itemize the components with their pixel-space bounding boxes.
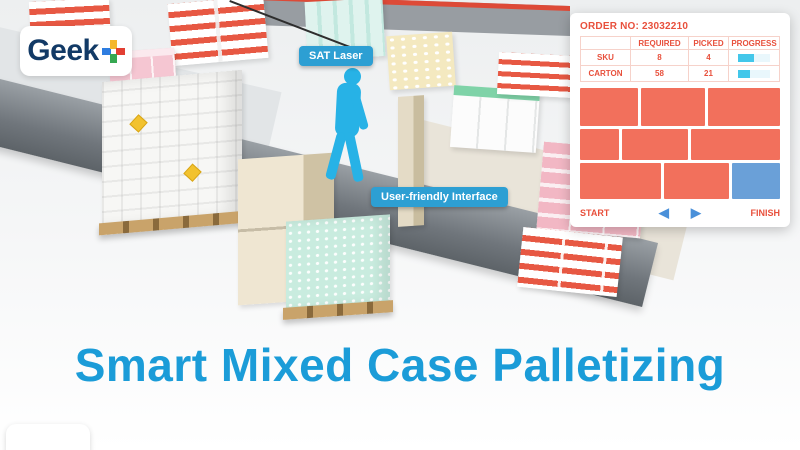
order-number: ORDER NO: 23032210 [580,21,689,32]
carton-progress-fill [738,69,750,78]
sku-picked-value: 4 [689,50,729,66]
sku-progress-cell [729,50,780,66]
table-corner-cell [581,37,631,50]
carton-picked-value: 21 [689,66,729,82]
user-interface-badge: User-friendly Interface [371,187,508,207]
corner-card [6,424,90,450]
arrow-controls: ◀ ▶ [659,206,701,219]
pallet-grid-cell [641,88,706,126]
worker-figure [320,68,392,218]
sku-progress-bar [738,53,770,62]
row-label-carton: CARTON [581,66,631,82]
pallet-grid-cell [708,88,780,126]
sku-required-value: 8 [631,50,689,66]
page-title: Smart Mixed Case Palletizing [74,339,726,391]
column-header-required: REQUIRED [631,37,689,50]
column-header-progress: PROGRESS [729,37,780,50]
pallet-mint-bottles [286,214,390,310]
pallet-grid [580,88,780,199]
pallet-grid-cell [621,128,688,161]
worker-leg [343,131,365,183]
start-button[interactable]: START [580,207,610,218]
column-header-picked: PICKED [689,37,729,50]
warning-diamond-icon [129,114,148,133]
pallet-grid-cell [580,163,662,199]
pallet-grid-cell [690,128,780,161]
pallet-red-cartons-3 [496,52,574,98]
pallet-white-patterned [102,69,242,229]
order-table: REQUIRED PICKED PROGRESS SKU 8 4 CARTON … [580,36,780,82]
geekplus-logo: Geek [20,26,132,76]
logo-plus-icon [101,39,125,63]
row-label-sku: SKU [581,50,631,66]
pallet-grid-cell [731,163,780,199]
shelf-post [398,95,424,227]
worker-head [344,68,361,85]
carton-progress-bar [738,69,770,78]
left-arrow-icon[interactable]: ◀ [658,205,669,220]
sat-laser-badge: SAT Laser [299,46,373,66]
finish-button[interactable]: FINISH [750,207,780,218]
right-arrow-icon[interactable]: ▶ [690,205,701,220]
pallet-grid-cell [580,88,639,126]
pallet-red-cartons-4 [517,226,623,298]
pallet-grid-cell [580,128,619,161]
carton-required-value: 58 [631,66,689,82]
pallet-grid-cell [664,163,729,199]
sku-progress-fill [738,53,754,62]
warning-diamond-icon [183,163,202,182]
order-panel: ORDER NO: 23032210 REQUIRED PICKED PROGR… [570,13,790,227]
worker-leg [324,131,348,181]
panel-footer: START ◀ ▶ FINISH [580,206,780,219]
carton-progress-cell [729,66,780,82]
logo-text: Geek [27,34,99,67]
pallet-egg-trays [386,31,456,91]
